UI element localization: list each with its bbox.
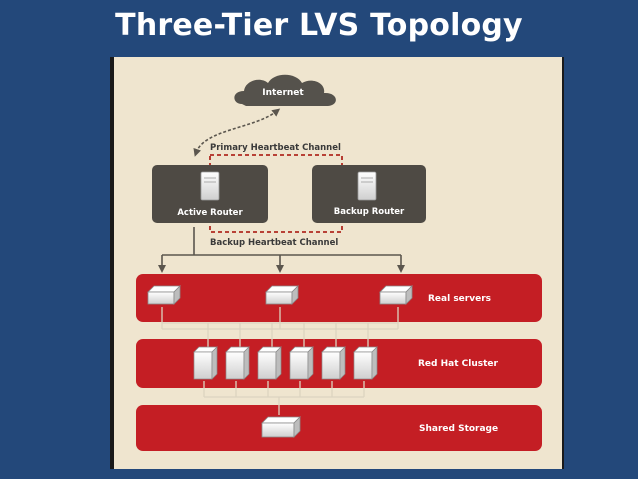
tier-label-cluster: Red Hat Cluster (418, 359, 499, 369)
diagram-panel: Internet Primary Heartbeat Channel Backu… (110, 57, 564, 469)
cluster-node-icon (257, 346, 282, 380)
real-server-icon (265, 285, 299, 305)
tier-band-real-servers (136, 274, 542, 322)
cluster-node-icon (353, 346, 378, 380)
cluster-node-icon (321, 346, 346, 380)
server-cluster-connections (161, 307, 399, 349)
internet-label: Internet (262, 88, 304, 98)
real-server-icon (147, 285, 181, 305)
cluster-node-icon (289, 346, 314, 380)
active-router-label: Active Router (177, 208, 243, 218)
tier-band-storage (136, 405, 542, 451)
router-server-icon (200, 171, 220, 201)
internet-cloud-icon (234, 74, 336, 106)
cluster-node-icon (193, 346, 218, 380)
topology-diagram: Internet Primary Heartbeat Channel Backu… (136, 74, 542, 451)
slide-title: Three-Tier LVS Topology (115, 8, 523, 43)
router-distribution-lines (158, 227, 405, 273)
real-server-icon (379, 285, 413, 305)
router-server-icon (357, 171, 377, 201)
cluster-storage-connections (203, 381, 365, 415)
backup-router-label: Backup Router (334, 207, 405, 217)
cluster-node-icon (225, 346, 250, 380)
internet-link (193, 108, 281, 157)
primary-heartbeat-label: Primary Heartbeat Channel (210, 143, 341, 153)
backup-heartbeat-label: Backup Heartbeat Channel (210, 238, 338, 248)
tier-label-shared-storage: Shared Storage (419, 424, 498, 434)
tier-label-real-servers: Real servers (428, 294, 491, 304)
storage-device-icon (261, 416, 301, 438)
